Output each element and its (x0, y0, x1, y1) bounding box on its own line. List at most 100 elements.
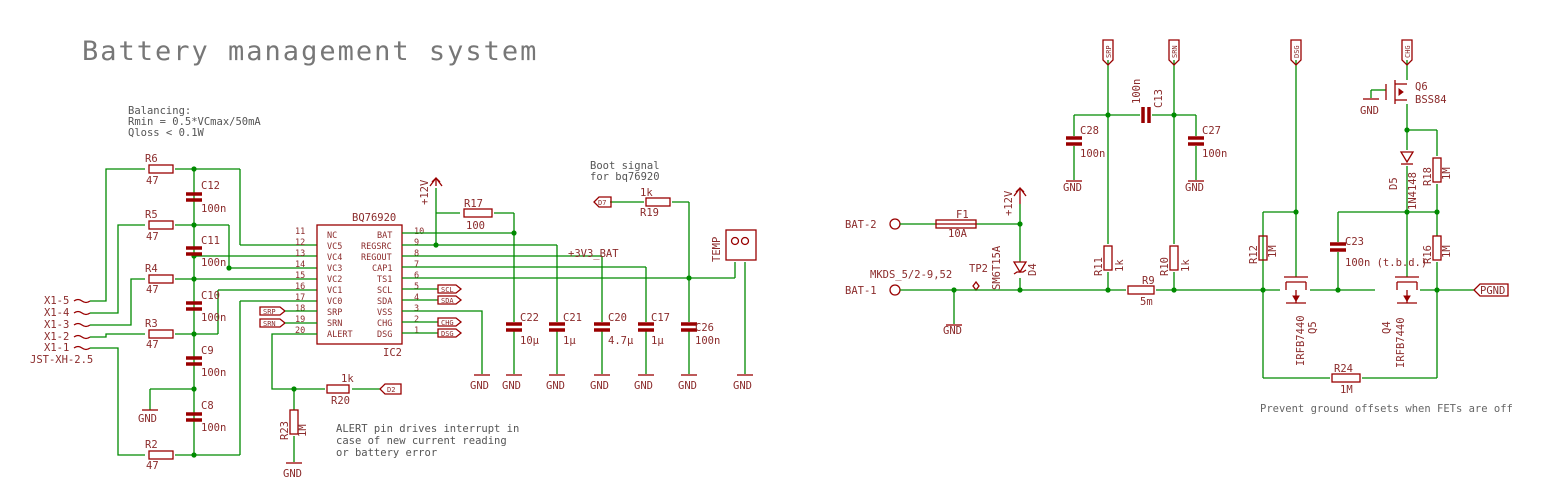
svg-text:GND: GND (733, 380, 752, 392)
svg-text:47: 47 (146, 175, 159, 187)
connector-name: JST-XH-2.5 (30, 354, 93, 366)
capacitor-c13: C13 100n (1131, 79, 1165, 123)
svg-text:R17: R17 (464, 198, 483, 210)
svg-text:1M: 1M (1267, 245, 1279, 258)
svg-text:VC2: VC2 (327, 275, 342, 285)
svg-text:CHG: CHG (441, 319, 454, 327)
ic-name: BQ76920 (352, 212, 396, 224)
svg-text:C8: C8 (201, 400, 214, 412)
svg-text:DSG: DSG (377, 330, 392, 340)
svg-text:GND: GND (283, 468, 302, 480)
gnd-label: GND (138, 413, 157, 425)
mosfet-q4: IRFB7440 Q4 (1381, 276, 1419, 368)
svg-text:20: 20 (295, 326, 305, 336)
resistor-r24: R24 1M (1331, 363, 1361, 396)
ic-ref: IC2 (383, 347, 402, 359)
svg-text:1M: 1M (1441, 167, 1453, 180)
svg-text:Q4: Q4 (1381, 321, 1393, 334)
net-label-srp-top: SRP (1102, 39, 1114, 66)
net-label-srp-left: SRP (259, 306, 287, 316)
net-label-sda: SDA (437, 295, 463, 305)
svg-text:GND: GND (470, 380, 489, 392)
alert-note-line3: or battery error (336, 447, 437, 459)
svg-text:Q5: Q5 (1307, 321, 1319, 334)
svg-text:4.7µ: 4.7µ (608, 335, 634, 347)
balancing-note-line2: Rmin = 0.5*VCmax/50mA (128, 116, 261, 128)
svg-text:R5: R5 (145, 209, 158, 221)
testpoint-marker (972, 280, 980, 292)
svg-text:D4: D4 (1027, 263, 1039, 276)
svg-text:100n: 100n (695, 335, 720, 347)
svg-text:VC4: VC4 (327, 253, 342, 263)
capacitor-c20: C20 4.7µ (594, 312, 634, 347)
svg-text:SCL: SCL (441, 286, 454, 294)
svg-text:1M: 1M (1340, 384, 1353, 396)
terminal-bat2: BAT-2 (845, 218, 901, 231)
svg-text:R16: R16 (1422, 245, 1434, 264)
net-label-srn-left: SRN (259, 318, 287, 328)
svg-text:R24: R24 (1334, 363, 1353, 375)
svg-text:100n: 100n (201, 257, 226, 269)
svg-text:1k: 1k (1180, 259, 1192, 272)
svg-text:R23: R23 (279, 421, 291, 440)
svg-text:NC: NC (327, 231, 337, 241)
resistor-r12: R12 1M (1248, 235, 1279, 264)
svg-text:SRN: SRN (263, 320, 276, 328)
temp-connector: TEMP (711, 229, 757, 262)
svg-text:SDA: SDA (377, 297, 392, 307)
balancing-dots (191, 166, 232, 458)
net-label-3v3: +3V3_BAT (568, 248, 619, 260)
svg-text:Q6: Q6 (1415, 81, 1428, 93)
supply-12v-left: +12V (419, 176, 443, 205)
svg-text:SCL: SCL (377, 286, 392, 296)
svg-text:R9: R9 (1142, 275, 1155, 287)
net-label-d2: D2 (379, 383, 402, 395)
svg-text:R18: R18 (1422, 167, 1434, 186)
svg-text:12: 12 (295, 238, 305, 248)
svg-text:17: 17 (295, 293, 305, 303)
balancing-note-line1: Balancing: (128, 105, 191, 117)
svg-text:2: 2 (414, 315, 419, 325)
svg-text:100n (t.b.d.): 100n (t.b.d.) (1345, 257, 1427, 269)
net-label-chg: CHG (437, 317, 463, 327)
svg-text:REGSRC: REGSRC (361, 242, 392, 252)
svg-text:DSG: DSG (1293, 45, 1301, 58)
svg-text:1µ: 1µ (651, 335, 664, 347)
resistor-r9: R9 5m (1127, 275, 1155, 308)
svg-text:R20: R20 (331, 395, 350, 407)
svg-text:ALERT: ALERT (327, 330, 353, 340)
svg-text:1M: 1M (297, 424, 309, 437)
svg-text:VC3: VC3 (327, 264, 342, 274)
svg-text:C26: C26 (695, 322, 714, 334)
svg-text:1k: 1k (341, 373, 354, 385)
svg-text:CHG: CHG (377, 319, 392, 329)
svg-text:18: 18 (295, 304, 305, 314)
svg-text:C21: C21 (563, 312, 582, 324)
svg-text:GND: GND (590, 380, 609, 392)
schematic-title: Battery management system (82, 36, 538, 67)
svg-text:C17: C17 (651, 312, 670, 324)
net-label-srn-top: SRN (1168, 39, 1180, 66)
svg-text:C12: C12 (201, 180, 220, 192)
svg-text:BAT-1: BAT-1 (845, 285, 877, 297)
svg-text:VC0: VC0 (327, 297, 342, 307)
svg-text:15: 15 (295, 271, 305, 281)
svg-text:DSG: DSG (441, 330, 454, 338)
svg-text:C20: C20 (608, 312, 627, 324)
svg-text:R3: R3 (145, 318, 158, 330)
svg-text:5m: 5m (1140, 296, 1153, 308)
svg-text:100n: 100n (201, 312, 226, 324)
svg-text:R19: R19 (640, 207, 659, 219)
terminal-part: MKDS_5/2-9,52 (870, 269, 952, 281)
svg-text:IRFB7440: IRFB7440 (1395, 317, 1407, 368)
svg-text:D2: D2 (387, 386, 395, 394)
